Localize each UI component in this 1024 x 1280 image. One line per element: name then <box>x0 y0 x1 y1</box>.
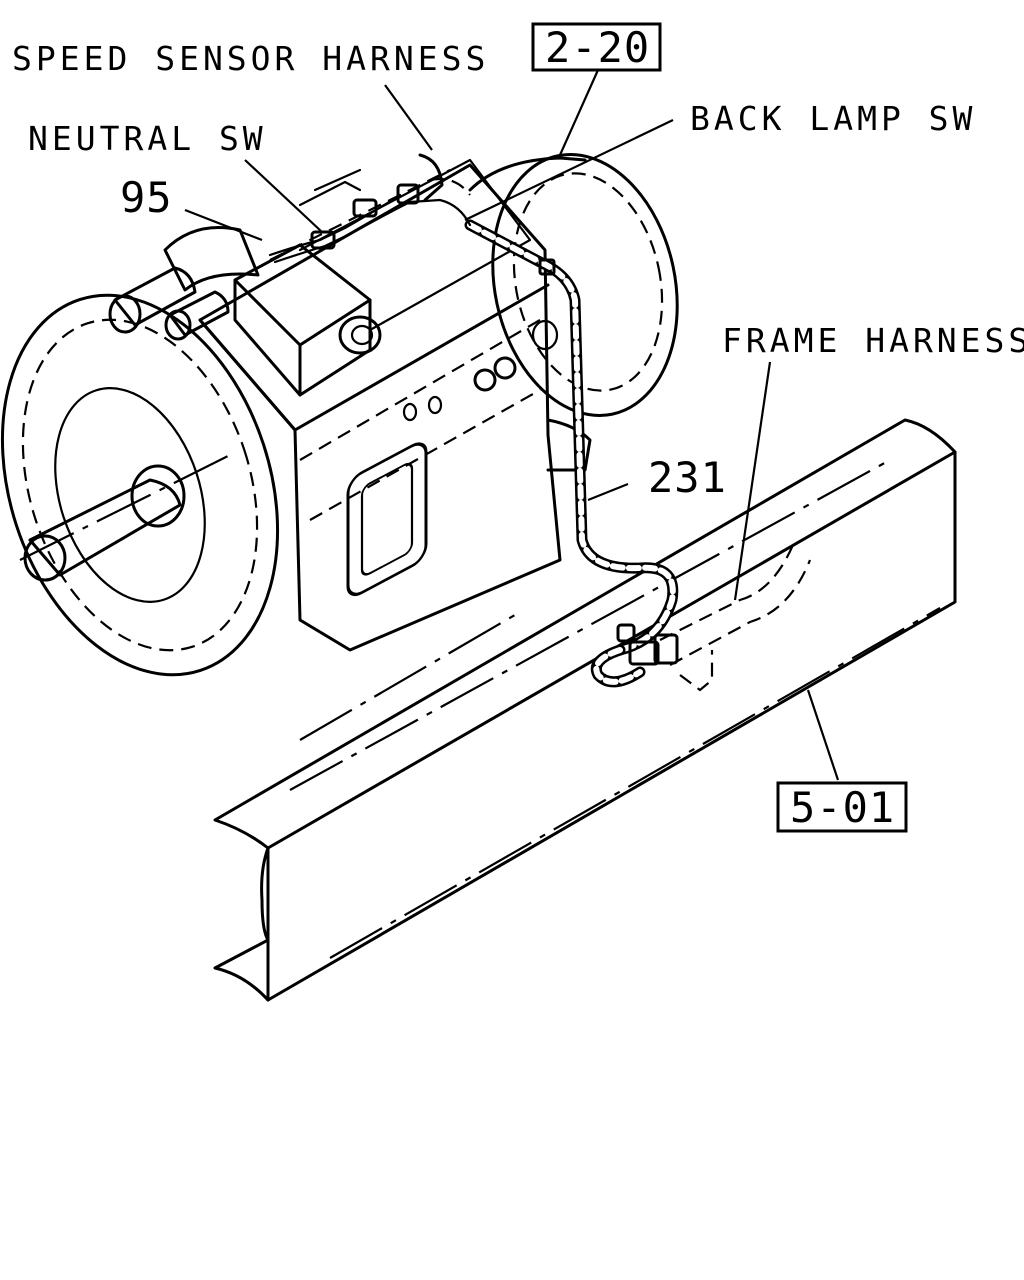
section-ref-5-01[interactable]: 5-01 <box>790 783 895 832</box>
label-frame-harness: FRAME HARNESS <box>722 321 1024 360</box>
harness-231 <box>464 219 812 692</box>
section-ref-box-2-20 <box>531 22 662 72</box>
part-number-95: 95 <box>120 173 173 222</box>
label-speed-sensor-harness: SPEED SENSOR HARNESS <box>12 39 489 78</box>
leader-lines <box>184 69 840 781</box>
label-back-lamp-sw: BACK LAMP SW <box>690 99 976 138</box>
section-ref-box-5-01 <box>776 781 908 833</box>
part-number-231: 231 <box>648 453 727 502</box>
section-ref-2-20[interactable]: 2-20 <box>545 23 650 72</box>
callouts: SPEED SENSOR HARNESS NEUTRAL SW BACK LAM… <box>12 22 1024 833</box>
label-neutral-sw: NEUTRAL SW <box>28 119 267 158</box>
transmission <box>0 153 679 677</box>
speed-sensor-harness-wires <box>268 153 556 276</box>
frame-rail <box>213 418 957 1002</box>
